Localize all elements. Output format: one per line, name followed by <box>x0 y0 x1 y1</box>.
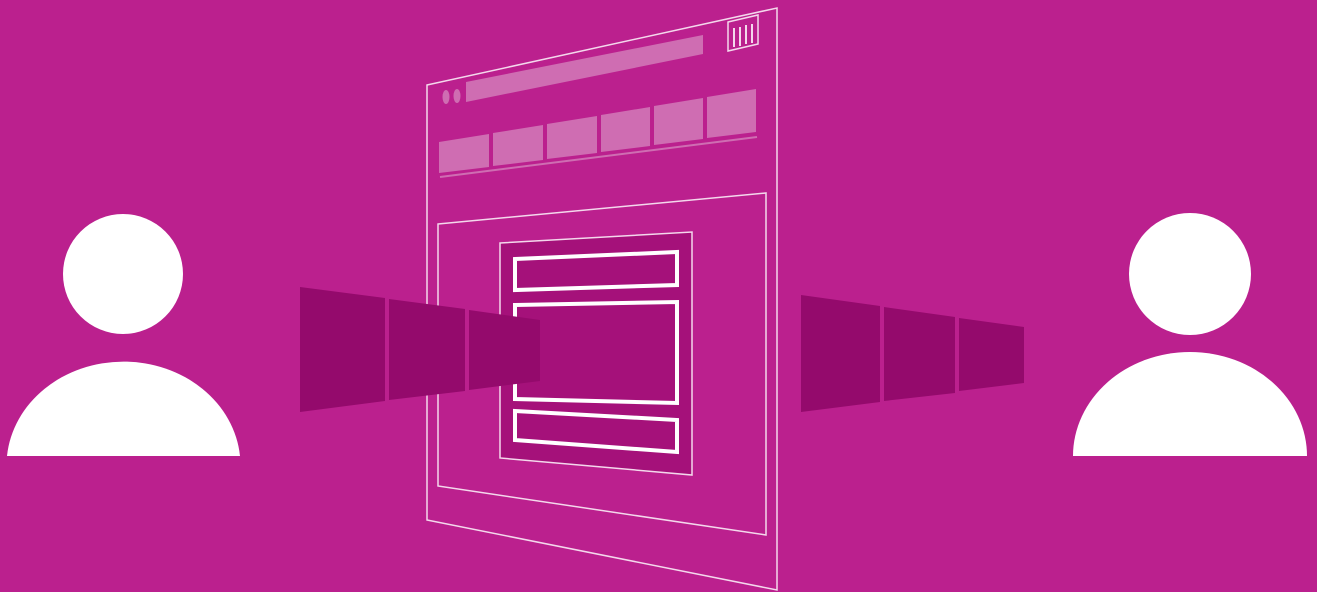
left-user-head <box>63 214 183 334</box>
tab-5 <box>654 98 703 145</box>
right-band-segment-1 <box>801 295 880 412</box>
window-dot-2 <box>454 89 461 103</box>
left-band-segment-2 <box>389 299 465 400</box>
left-band-segment-1 <box>300 287 385 412</box>
right-band-segment-2 <box>884 307 955 401</box>
window-dot-1 <box>443 90 450 104</box>
right-user-head <box>1129 213 1251 335</box>
left-band-segment-3 <box>469 310 540 390</box>
right-band-segment-3 <box>959 318 1024 391</box>
tab-6 <box>707 89 756 138</box>
